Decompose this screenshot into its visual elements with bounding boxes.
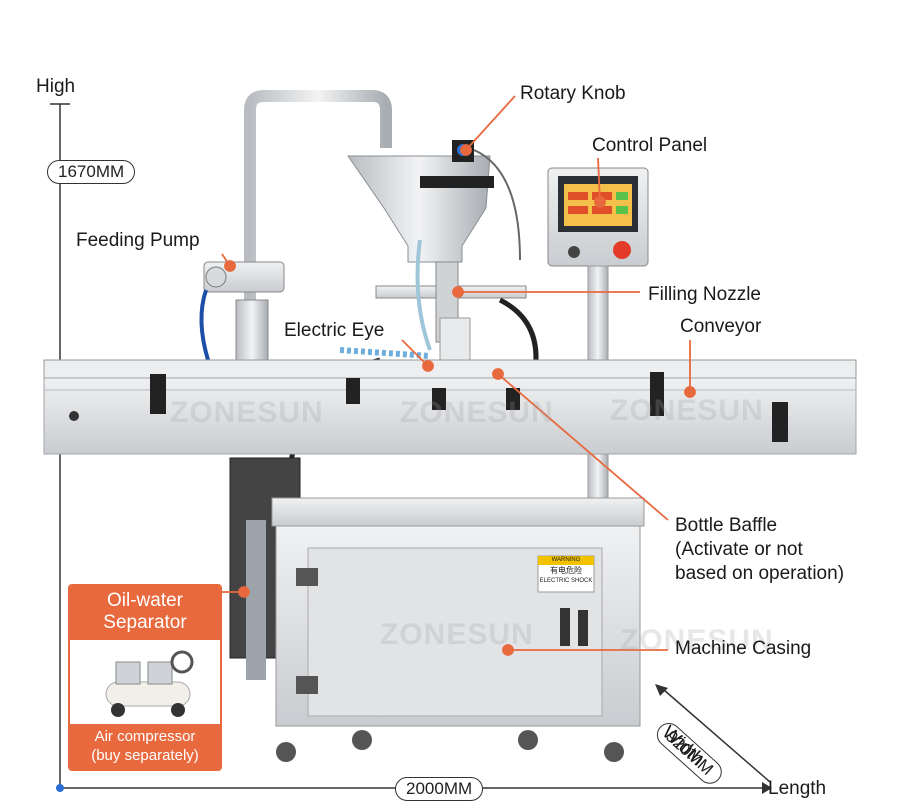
- bottle-baffle-note-2: based on operation): [675, 563, 845, 584]
- air-compressor-inset: Oil-water Separator Air compressor (buy …: [68, 584, 222, 771]
- watermark: ZONESUN: [380, 618, 534, 651]
- callout-electric-eye: Electric Eye: [284, 320, 385, 341]
- inset-title-line2: Separator: [103, 612, 187, 633]
- callout-lines: [218, 95, 696, 656]
- callout-filling-nozzle: Filling Nozzle: [648, 284, 761, 305]
- watermark: ZONESUN: [610, 394, 764, 427]
- high-axis-label: High: [36, 76, 76, 97]
- machine-base: [229, 457, 645, 762]
- conveyor: [43, 347, 857, 455]
- feeding-pump: [199, 90, 392, 363]
- inset-title: Oil-water Separator: [70, 586, 220, 640]
- bottle-baffle-note-1: (Activate or not: [675, 539, 803, 560]
- length-dimension: 2000MM: [395, 777, 484, 801]
- air-compressor-illustration: [105, 650, 194, 717]
- inset-title-line1: Oil-water: [106, 590, 183, 611]
- bottle-baffle-title: Bottle Baffle: [675, 515, 778, 536]
- inset-caption-line1: Air compressor: [94, 728, 196, 745]
- hopper: [347, 140, 521, 263]
- height-dimension: 1670MM: [47, 160, 136, 184]
- inset-caption: Air compressor (buy separately): [70, 724, 220, 769]
- callout-rotary-knob: Rotary Knob: [520, 83, 626, 104]
- control-panel: [547, 167, 649, 525]
- watermark: ZONESUN: [400, 396, 554, 429]
- callout-control-panel: Control Panel: [592, 135, 708, 156]
- width-axis: [655, 684, 771, 783]
- warning-label-title: WARNING: [551, 557, 581, 563]
- callout-conveyor: Conveyor: [680, 316, 762, 337]
- watermark: ZONESUN: [170, 396, 324, 429]
- warning-label: WARNING 有电危险 ELECTRIC SHOCK: [538, 556, 594, 586]
- watermark: ZONESUN: [620, 624, 774, 657]
- callout-feeding-pump: Feeding Pump: [76, 230, 200, 251]
- callout-bottle-baffle: Bottle Baffle (Activate or not based on …: [675, 514, 844, 586]
- inset-caption-line2: (buy separately): [91, 747, 199, 764]
- length-axis-label: Length: [768, 778, 827, 799]
- warning-label-en: ELECTRIC SHOCK: [539, 578, 593, 584]
- callout-machine-casing: Machine Casing: [675, 638, 812, 659]
- warning-label-cn: 有电危险: [550, 566, 582, 575]
